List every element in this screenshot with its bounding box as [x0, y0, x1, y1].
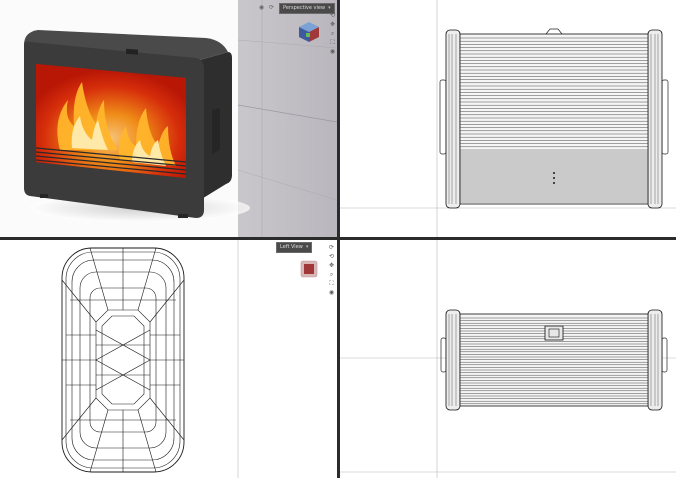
- top-wireframe: [340, 240, 676, 478]
- perspective-view-label[interactable]: Perspective view ▾: [279, 3, 335, 14]
- viewport-grid-area: [238, 0, 337, 237]
- zoom-icon[interactable]: ⌕: [330, 30, 335, 37]
- zoom-icon[interactable]: ⌕: [329, 271, 334, 278]
- front-left-cap: [445, 29, 461, 209]
- rotate-icon[interactable]: ⟳: [268, 4, 275, 11]
- left-view-label[interactable]: Left View ▾: [276, 242, 313, 253]
- fit-view-icon[interactable]: ⛶: [330, 39, 335, 46]
- flame-right: [118, 108, 176, 166]
- top-slot: [544, 325, 564, 341]
- perspective-view-label-text: Perspective view: [283, 5, 326, 11]
- dropdown-arrow-icon: ▾: [328, 5, 331, 11]
- fit-view-icon[interactable]: ⛶: [329, 280, 334, 287]
- dropdown-arrow-icon: ▾: [305, 244, 309, 250]
- camera-icon[interactable]: ◉: [258, 4, 265, 11]
- front-wireframe: [340, 0, 676, 237]
- orbit-icon[interactable]: ⟲: [329, 12, 336, 19]
- top-viewport[interactable]: [340, 240, 676, 478]
- pan-icon[interactable]: ✥: [328, 262, 335, 269]
- front-body: [459, 33, 649, 205]
- camera-view-icon[interactable]: ◉: [328, 289, 335, 296]
- view-cube-icon[interactable]: [297, 20, 321, 44]
- pan-icon[interactable]: ✥: [329, 21, 336, 28]
- front-viewport[interactable]: [340, 0, 676, 237]
- left-view-cube-icon[interactable]: [300, 260, 318, 278]
- top-left-cap: [445, 309, 461, 411]
- left-nav-toolbar: ⟳ ⟲ ✥ ⌕ ⛶ ◉: [328, 244, 335, 296]
- left-view-label-text: Left View: [280, 244, 303, 250]
- perspective-nav-toolbar: ⟲ ✥ ⌕ ⛶ ◉: [329, 12, 336, 55]
- rotate-icon[interactable]: ⟳: [328, 244, 335, 251]
- fireplace-slot: [126, 48, 138, 55]
- orbit-icon[interactable]: ⟲: [328, 253, 335, 260]
- perspective-viewport[interactable]: Perspective view ▾ ◉ ⟳ ⟲ ✥ ⌕ ⛶ ◉: [0, 0, 337, 237]
- camera-view-icon[interactable]: ◉: [329, 48, 336, 55]
- left-wireframe: [0, 240, 337, 478]
- fire-grille: [35, 147, 187, 175]
- perspective-render: [0, 0, 337, 237]
- left-viewport[interactable]: Left View ▾ ⟳ ⟲ ✥ ⌕ ⛶ ◉: [0, 240, 337, 478]
